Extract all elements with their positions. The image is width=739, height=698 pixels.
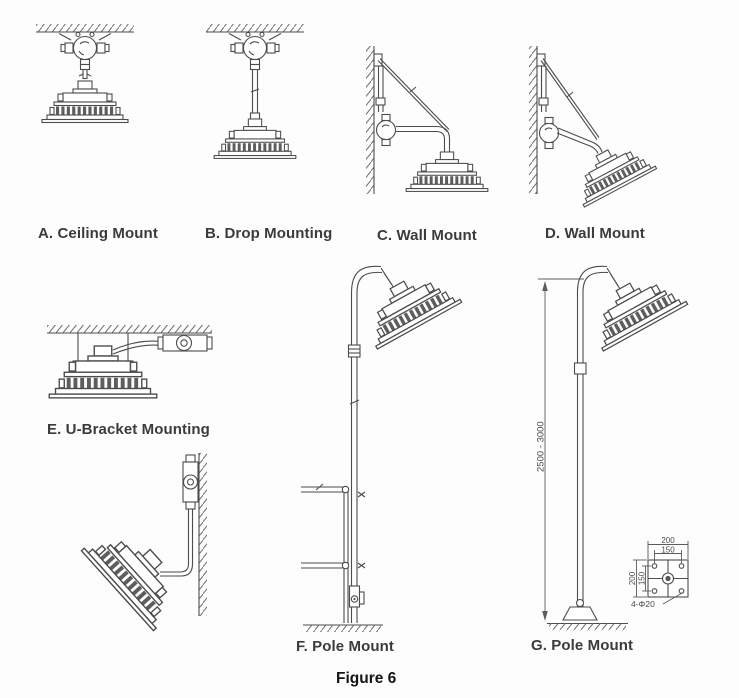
wall-mount-d-diagram (529, 46, 658, 208)
plate-height-inner-dim: 150 (637, 571, 646, 585)
light-fixture (354, 261, 463, 350)
figure-caption: Figure 6 (336, 670, 397, 687)
wall-junction-box (375, 113, 397, 147)
label-pole-mount-f: F. Pole Mount (296, 638, 394, 655)
light-fixture (48, 345, 158, 399)
wall-hatch (529, 46, 537, 194)
light-fixture (580, 263, 689, 352)
wall-junction-box (538, 116, 560, 150)
base-plate-detail: 200 150 200 150 4-Φ20 (628, 536, 689, 609)
light-fixture (80, 515, 193, 632)
plate-width-outer-dim: 200 (661, 536, 675, 545)
ceiling-mount-diagram (36, 24, 134, 124)
pole-mount-f-diagram (301, 261, 463, 632)
light-fixture (41, 80, 129, 124)
light-fixture (405, 151, 489, 192)
ceiling-hatch (47, 325, 212, 333)
label-wall-mount-d: D. Wall Mount (545, 225, 645, 242)
label-wall-mount-c: C. Wall Mount (377, 227, 477, 244)
pole-mount-g-diagram: 2500 - 3000 (536, 263, 689, 631)
plate-holes-dim: 4-Φ20 (631, 599, 655, 609)
pole-height-dimension: 2500 - 3000 (536, 421, 547, 472)
ceiling-hatch (36, 24, 134, 32)
plate-width-inner-dim: 150 (661, 545, 675, 554)
plate-height-outer-dim: 200 (628, 571, 637, 585)
wall-hatch (199, 453, 207, 616)
light-fixture (213, 118, 297, 159)
drop-mounting-diagram (206, 24, 304, 159)
ceiling-hatch (206, 24, 304, 32)
label-drop-mounting: B. Drop Mounting (205, 225, 333, 242)
label-u-bracket: E. U-Bracket Mounting (47, 421, 210, 438)
wall-mount-c-diagram (366, 46, 489, 194)
ground-hatch (549, 623, 626, 631)
label-ceiling-mount: A. Ceiling Mount (38, 225, 158, 242)
ground-hatch (305, 625, 381, 632)
junction-box (230, 35, 280, 66)
wall-mount-tilted-diagram (80, 453, 207, 632)
junction-box (60, 35, 110, 66)
label-pole-mount-g: G. Pole Mount (531, 637, 634, 654)
u-bracket-diagram (47, 325, 213, 399)
light-fixture (565, 133, 658, 208)
wall-hatch (366, 46, 374, 194)
